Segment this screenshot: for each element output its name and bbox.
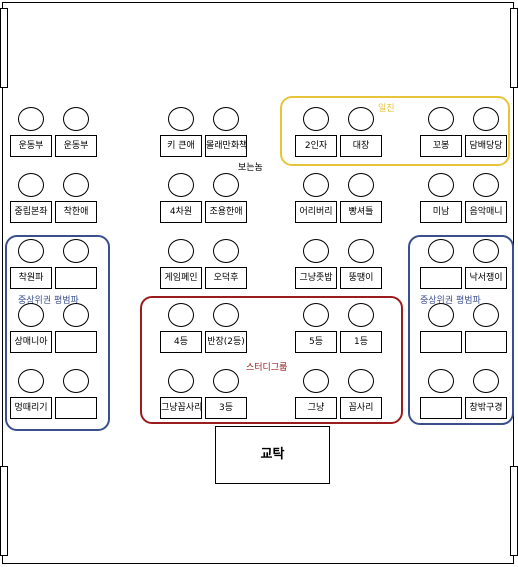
seat-desk: 반장(2등) [205, 331, 247, 353]
student-head [348, 239, 374, 263]
seat-desk: 1등 [340, 331, 382, 353]
seat-desk: 꼽사리 [340, 397, 382, 419]
group-left-label: 중상위권 평범파 [18, 296, 79, 306]
student-head [18, 107, 44, 131]
door-bottom-left [0, 466, 8, 556]
seat-desk: 게임폐인 [160, 267, 202, 289]
seat-desk [55, 397, 97, 419]
student-head [168, 239, 194, 263]
group-study [140, 296, 403, 424]
student-head [63, 107, 89, 131]
student-head [168, 303, 194, 327]
seat-desk [55, 267, 97, 289]
student-head [63, 239, 89, 263]
student-head [303, 239, 329, 263]
student-head [18, 239, 44, 263]
seat-desk: 운동부 [55, 135, 97, 157]
seat-desk: 그냥 [295, 397, 337, 419]
student-head [63, 173, 89, 197]
student-head [213, 369, 239, 393]
student-head [348, 107, 374, 131]
seat-desk: 4등 [160, 331, 202, 353]
student-head [428, 239, 454, 263]
student-head [473, 303, 499, 327]
door-bottom-right [510, 466, 518, 556]
seat-desk: 그냥좃밥 [295, 267, 337, 289]
student-head [473, 369, 499, 393]
seat-desk: 운동부 [10, 135, 52, 157]
student-head [473, 107, 499, 131]
seat-desk: 조용한애 [205, 201, 247, 223]
seat-desk [420, 267, 462, 289]
group-iljin-label: 일진 [378, 104, 395, 114]
seat-desk: 어리버리 [295, 201, 337, 223]
seat-desk: 2인자 [295, 135, 337, 157]
seat-desk: 낙서쟁이 [465, 267, 507, 289]
teacher-desk: 교탁 [215, 426, 330, 484]
seat-desk [55, 331, 97, 353]
seat-desk: 담배당당 [465, 135, 507, 157]
seat-desk: 오덕후 [205, 267, 247, 289]
student-head [473, 173, 499, 197]
student-head [348, 173, 374, 197]
door-top-right [510, 8, 518, 88]
seat-desk: 5등 [295, 331, 337, 353]
seat-desk: 몰래만화책 [205, 135, 247, 157]
student-head [348, 369, 374, 393]
group-iljin [280, 96, 510, 166]
student-head [428, 303, 454, 327]
student-head [303, 369, 329, 393]
seat-desk [420, 397, 462, 419]
seat-desk: 착원파 [10, 267, 52, 289]
student-head [428, 107, 454, 131]
student-head [473, 239, 499, 263]
watcher-note: 보는놈 [238, 163, 263, 173]
student-head [18, 303, 44, 327]
seat-desk: 중립본좌 [10, 201, 52, 223]
student-head [428, 173, 454, 197]
student-head [168, 173, 194, 197]
student-head [168, 107, 194, 131]
seat-desk: 3등 [205, 397, 247, 419]
student-head [18, 173, 44, 197]
group-study-label: 스터디그룹 [246, 363, 288, 373]
seat-desk: 상매니아 [10, 331, 52, 353]
student-head [303, 303, 329, 327]
seat-desk: 꼬봉 [420, 135, 462, 157]
seat-desk: 착한애 [55, 201, 97, 223]
student-head [18, 369, 44, 393]
student-head [213, 107, 239, 131]
group-right-label: 중상위권 평범파 [420, 296, 481, 306]
seat-desk: 대장 [340, 135, 382, 157]
seat-desk: 4차원 [160, 201, 202, 223]
student-head [348, 303, 374, 327]
student-head [63, 369, 89, 393]
seat-desk [465, 331, 507, 353]
seat-desk: 그냥꼽사리 [160, 397, 202, 419]
seat-desk: 뚱땡이 [340, 267, 382, 289]
seat-desk: 빵셔틀 [340, 201, 382, 223]
student-head [303, 107, 329, 131]
seat-desk: 미남 [420, 201, 462, 223]
seat-desk: 음악매니 [465, 201, 507, 223]
student-head [168, 369, 194, 393]
student-head [303, 173, 329, 197]
student-head [213, 239, 239, 263]
group-right-average [408, 235, 514, 425]
student-head [428, 369, 454, 393]
seat-desk: 멍때리기 [10, 397, 52, 419]
seat-desk: 키 큰애 [160, 135, 202, 157]
seat-desk [420, 331, 462, 353]
seat-desk: 창밖구경 [465, 397, 507, 419]
group-left-average [5, 235, 110, 431]
student-head [213, 173, 239, 197]
student-head [63, 303, 89, 327]
door-top-left [0, 8, 8, 88]
student-head [213, 303, 239, 327]
